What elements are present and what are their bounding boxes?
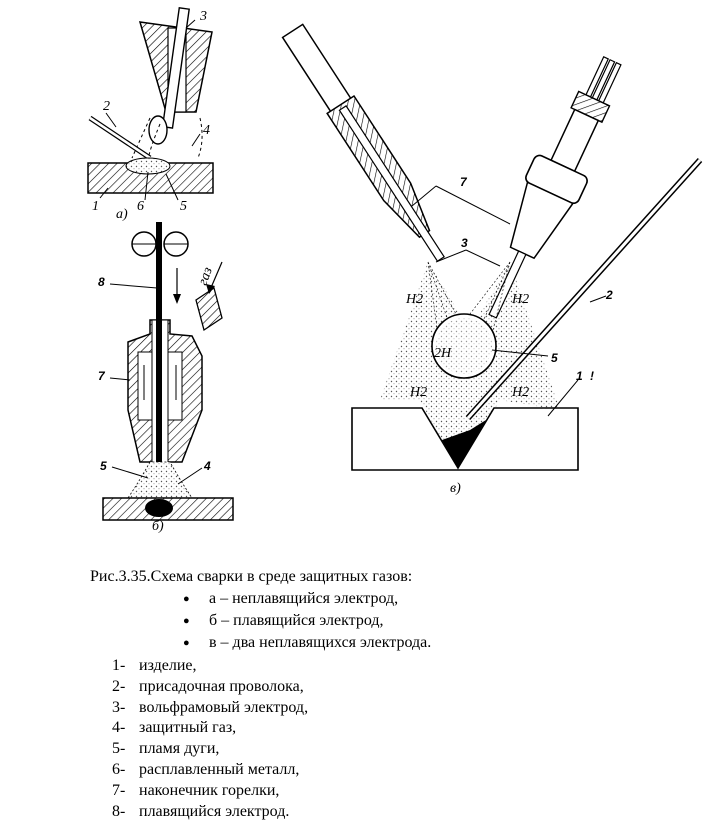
legend-number: 5- xyxy=(112,740,126,758)
label-a-5: 5 xyxy=(180,199,187,214)
legend-text: вольфрамовый электрод, xyxy=(139,698,309,716)
label-c-h2-bottom-left: H2 xyxy=(409,385,427,400)
parts-legend: 1- изделие, 2- присадочная проволока, 3- во… xyxy=(112,656,308,822)
legend-number: 1- xyxy=(112,657,126,674)
label-b-7: 7 xyxy=(98,369,106,383)
label-c-h2-bottom-right: H2 xyxy=(511,385,529,400)
legend-text: пламя дуги, xyxy=(139,740,220,758)
variant-item: а – неплавящийся электрод, xyxy=(183,588,431,610)
legend-item: 3- вольфрамовый электрод, xyxy=(112,698,308,719)
label-a-3: 3 xyxy=(199,9,207,24)
legend-number: 2- xyxy=(112,677,126,695)
label-a-6: 6 xyxy=(137,199,144,214)
legend-item: 2- присадочная проволока, xyxy=(112,677,308,698)
variant-item: б – плавящийся электрод, xyxy=(183,610,431,632)
label-c-3: 3 xyxy=(461,236,468,250)
legend-text: присадочная проволока, xyxy=(139,677,304,695)
label-c-mark: ! xyxy=(590,369,594,383)
variant-item: в – два неплавящихся электрода. xyxy=(183,632,431,654)
welding-schematic: 2 3 4 1 6 5 а) газ xyxy=(87,7,703,534)
label-c-h2-left: H2 xyxy=(405,292,423,307)
label-b-5: 5 xyxy=(100,459,107,473)
label-b-4: 4 xyxy=(203,459,211,473)
legend-item: 1- изделие, xyxy=(112,656,308,677)
legend-text: плавящийся электрод. xyxy=(139,802,290,820)
label-c-1: 1 xyxy=(576,369,583,383)
label-c-2: 2 xyxy=(605,288,613,302)
legend-text: изделие, xyxy=(139,657,197,674)
label-b-gas: газ xyxy=(196,265,216,287)
legend-number: 3- xyxy=(112,698,126,716)
legend-text: расплавленный металл, xyxy=(139,760,300,778)
legend-number: 6- xyxy=(112,760,126,778)
legend-number: 4- xyxy=(112,719,126,737)
subfigure-label-a: а) xyxy=(116,207,128,222)
label-c-7: 7 xyxy=(460,175,468,189)
diagram-c: 7 3 2 5 1 ! H2 H2 2H H2 H2 в) xyxy=(281,23,703,496)
legend-text: защитный газ, xyxy=(139,719,237,737)
label-c-2h: 2H xyxy=(434,346,452,361)
legend-number: 8- xyxy=(112,802,126,820)
label-c-h2-right: H2 xyxy=(511,292,529,307)
label-a-1: 1 xyxy=(92,199,99,214)
diagram-a: 2 3 4 1 6 5 а) xyxy=(87,7,214,222)
legend-item: 8- плавящийся электрод. xyxy=(112,802,308,823)
legend-item: 5- пламя дуги, xyxy=(112,739,308,760)
diagram-b: газ 8 7 5 4 б) xyxy=(98,222,234,534)
label-a-4: 4 xyxy=(203,123,210,138)
legend-number: 7- xyxy=(112,781,126,799)
label-b-8: 8 xyxy=(98,275,105,289)
label-c-5: 5 xyxy=(551,351,558,365)
subfigure-label-c: в) xyxy=(450,481,461,496)
legend-item: 7- наконечник горелки, xyxy=(112,781,308,802)
label-a-2: 2 xyxy=(103,99,110,114)
legend-text: наконечник горелки, xyxy=(139,781,280,799)
legend-item: 4- защитный газ, xyxy=(112,718,308,739)
legend-item: 6- расплавленный металл, xyxy=(112,760,308,781)
subfigure-label-b: б) xyxy=(152,519,164,534)
figure-caption: Рис.3.35.Схема сварки в среде защитных г… xyxy=(90,568,413,585)
variant-list: а – неплавящийся электрод, б – плавящийс… xyxy=(183,588,431,654)
